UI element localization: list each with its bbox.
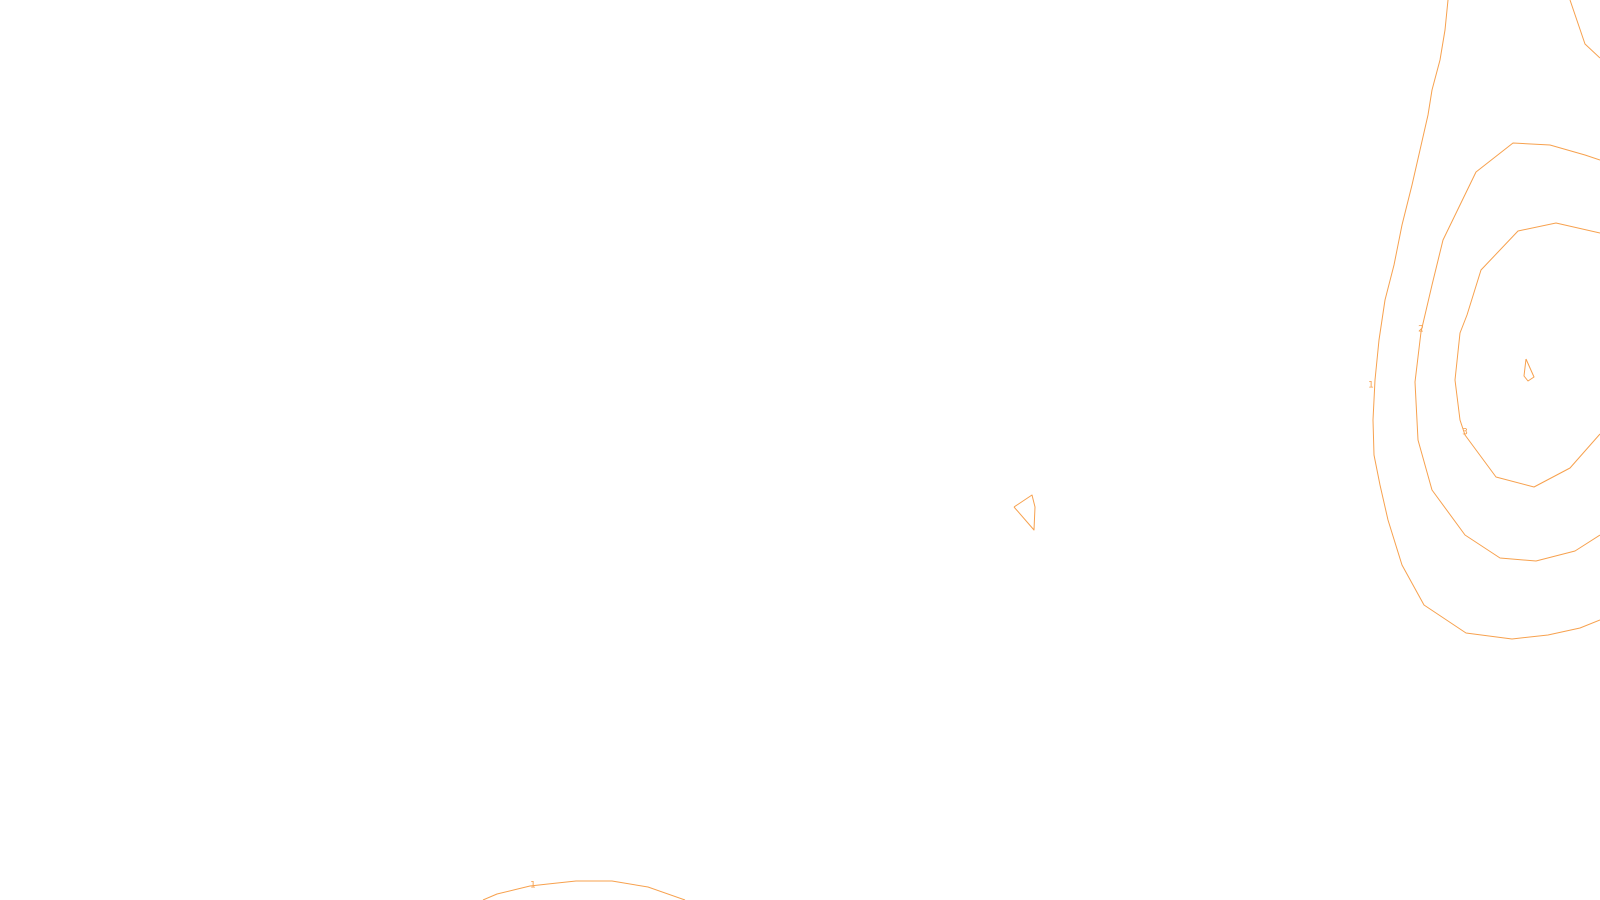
contour-label-2-east: 2 — [1418, 325, 1424, 335]
contour-label-3-east: 3 — [1462, 428, 1468, 438]
contour-line-small-island — [1013, 494, 1036, 531]
contour-line-top-right — [1569, 0, 1600, 59]
contour-label-1-east: 1 — [1368, 381, 1374, 391]
contour-line-2-east — [1414, 142, 1600, 562]
contour-line-1-east — [1372, 0, 1600, 640]
contour-line-1-south — [482, 880, 686, 900]
contour-line-peak-east — [1523, 358, 1535, 382]
contour-label-1-south: 1 — [530, 881, 536, 891]
contour-line-3-east — [1454, 222, 1600, 488]
